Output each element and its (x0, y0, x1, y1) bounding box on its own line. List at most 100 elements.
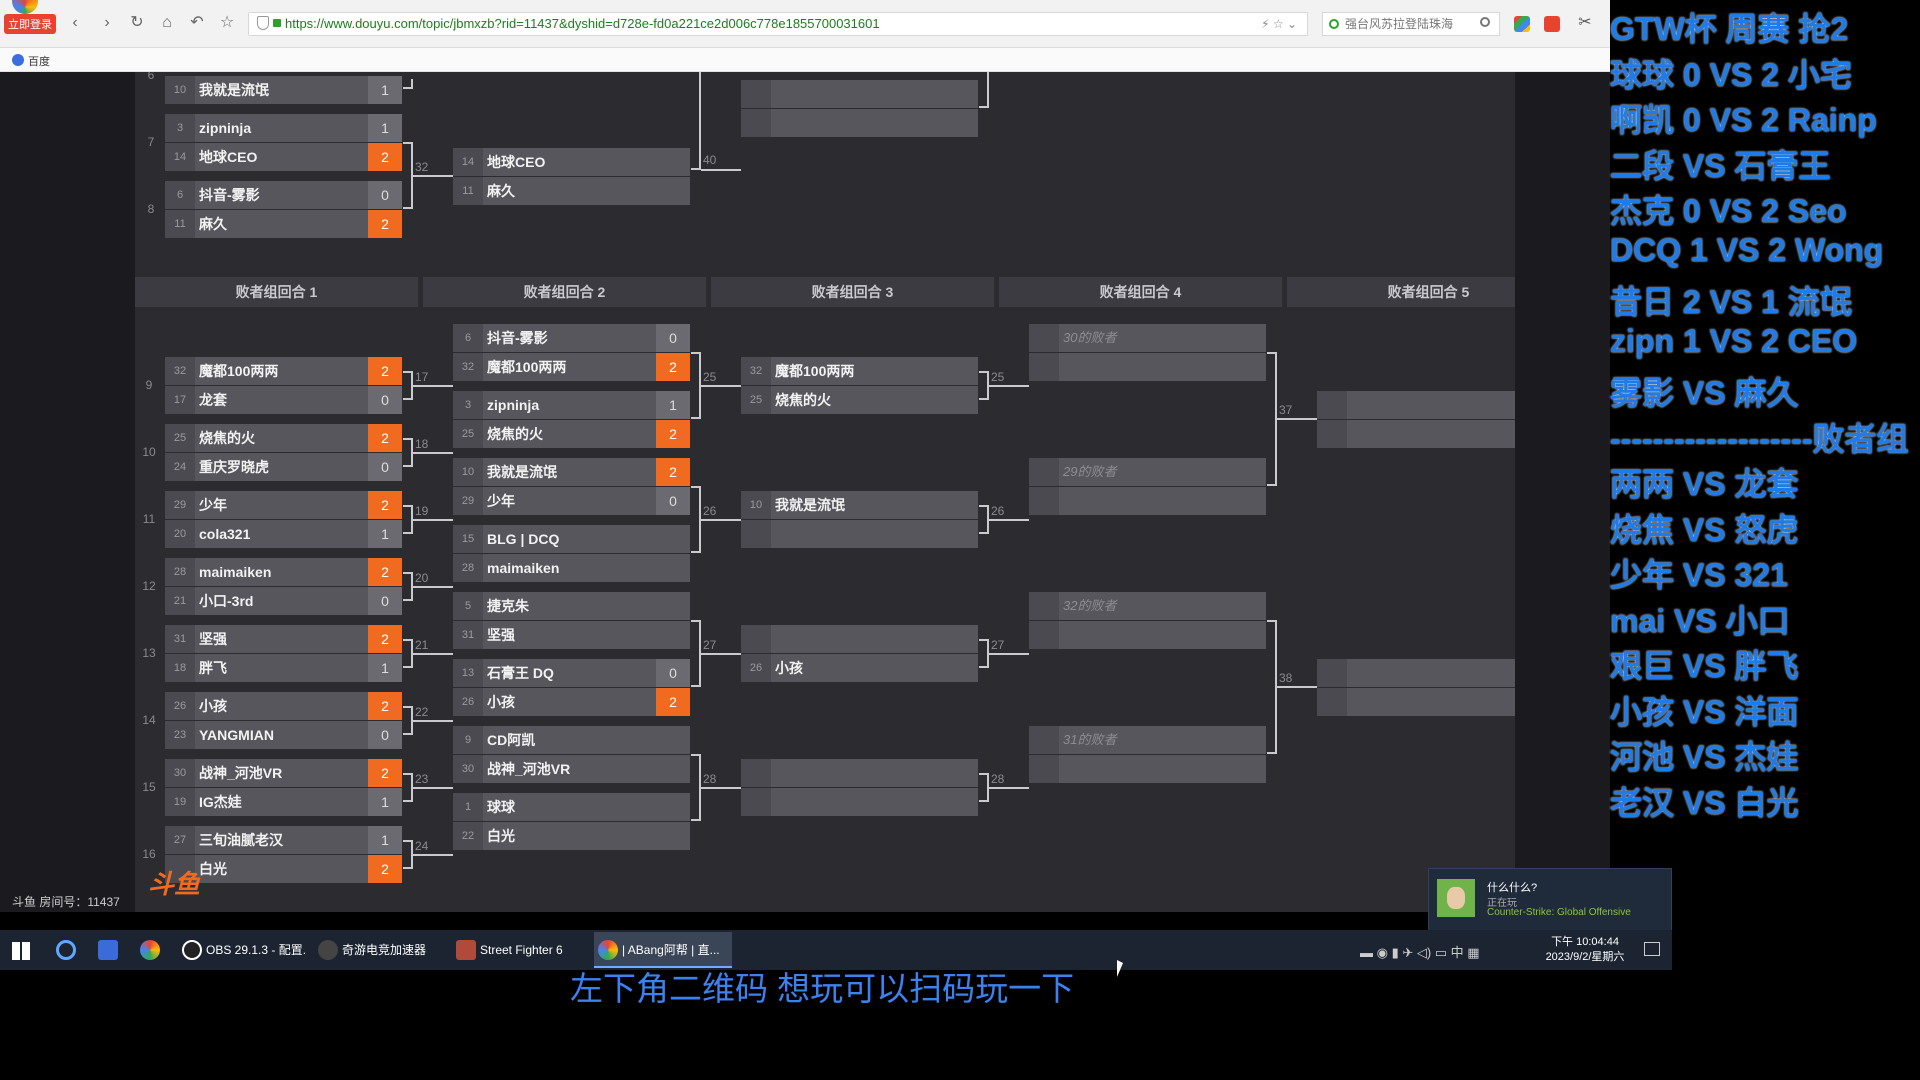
home-icon[interactable]: ⌂ (162, 14, 172, 31)
team-name: 战神_河池VR (487, 761, 571, 777)
chrome-icon[interactable] (140, 940, 160, 960)
steam-notification[interactable]: 什么什么? 正在玩 Counter-Strike: Global Offensi… (1428, 868, 1672, 934)
forward-icon[interactable]: › (104, 14, 110, 31)
team-seed: 14 (453, 148, 483, 176)
team-score: 2 (368, 692, 402, 720)
team-name: maimaiken (199, 564, 272, 580)
bookmark-baidu[interactable]: 百度 (28, 56, 50, 68)
keyboard-icon[interactable]: ▦ (1463, 945, 1480, 960)
team-slot[interactable] (1029, 755, 1266, 783)
taskbar-app-street-fighter[interactable]: Street Fighter 6 (452, 932, 580, 968)
team-slot[interactable] (741, 759, 978, 787)
team-slot[interactable] (1029, 487, 1266, 515)
search-input[interactable]: 强台风苏拉登陆珠海 (1322, 12, 1500, 36)
tray-icons[interactable]: ▬ ◉ ▮ ✈ ◁) ▭ (1360, 945, 1451, 960)
clock[interactable]: 下午 10:04:44 2023/9/2/星期六 (1540, 935, 1630, 965)
team-slot[interactable] (1029, 621, 1266, 649)
overlay-line: 艰巨 VS 胖飞 (1610, 648, 1799, 684)
team-slot[interactable]: 30的败者 (1029, 324, 1266, 352)
system-tray[interactable]: ▬ ◉ ▮ ✈ ◁) ▭ 中 ▦ (1360, 942, 1530, 960)
url-actions-icon[interactable]: ⚡ ☆ ⌄ (1261, 17, 1297, 31)
bracket-connector-line (989, 384, 1029, 387)
windows-start-icon[interactable] (12, 942, 30, 960)
search-icon[interactable] (1480, 17, 1490, 27)
team-slot[interactable]: 31的败者 (1029, 726, 1266, 754)
team-slot[interactable]: 32的败者 (1029, 592, 1266, 620)
action-center-icon[interactable] (1644, 942, 1660, 956)
match-link-number: 28 (991, 771, 1005, 786)
favorite-star-icon[interactable]: ☆ (219, 14, 235, 31)
team-slot[interactable] (741, 625, 978, 653)
reload-icon[interactable]: ↻ (130, 14, 144, 31)
team-slot[interactable] (1317, 688, 1515, 716)
scissors-icon[interactable]: ✂ (1578, 14, 1592, 31)
team-slot[interactable] (1029, 353, 1266, 381)
input-method[interactable]: 中 (1450, 945, 1464, 960)
address-bar[interactable]: https://www.douyu.com/topic/jbmxzb?rid=1… (248, 12, 1308, 36)
login-button[interactable]: 立即登录 (4, 14, 56, 34)
apps-grid-icon[interactable] (1514, 16, 1530, 32)
feishu-icon[interactable] (98, 940, 118, 960)
team-slot[interactable] (1317, 391, 1515, 419)
team-slot[interactable] (1317, 659, 1515, 687)
back-icon[interactable]: ‹ (72, 14, 78, 31)
taskbar-app-obs[interactable]: OBS 29.1.3 - 配置... (178, 932, 306, 968)
team-slot[interactable] (741, 109, 978, 137)
team-slot[interactable] (1317, 420, 1515, 448)
team-slot[interactable] (741, 80, 978, 108)
game-icon[interactable] (1544, 16, 1560, 32)
undo-icon[interactable]: ↶ (190, 14, 204, 31)
taskbar-app-accelerator[interactable]: 奇游电竞加速器 (314, 932, 442, 968)
team-slot[interactable]: 29的败者 (1029, 458, 1266, 486)
taskbar-app-browser[interactable]: | ABang阿帮 | 直... (594, 932, 732, 968)
search-taskbar-icon[interactable] (56, 940, 76, 960)
bracket-connector-line (413, 518, 453, 521)
team-slot[interactable] (741, 788, 978, 816)
team-slot[interactable] (741, 520, 978, 548)
team-name: 石膏王 DQ (487, 665, 554, 681)
